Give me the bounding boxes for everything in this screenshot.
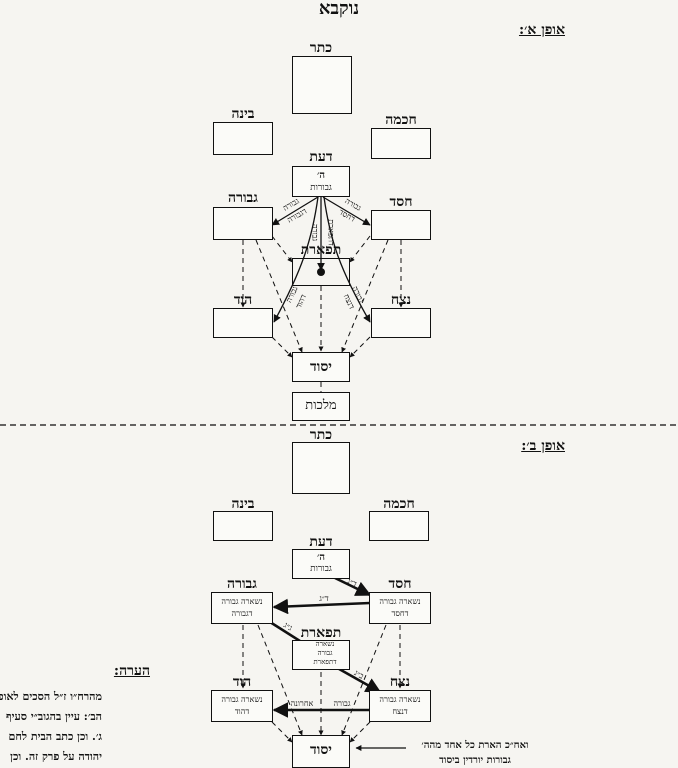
a-arrow-daat-gevura — [271, 196, 319, 226]
b-netzach-label: נצח — [389, 674, 411, 690]
b-hod-box-line1: נשארה גבורה — [221, 695, 263, 704]
a-dash-gevura-yesod — [255, 239, 303, 353]
a-dashed-arrows — [240, 235, 404, 392]
a-gevura-box — [213, 207, 273, 240]
b-netzach-box-line2: דנצח — [392, 707, 408, 716]
a-netzach-box — [371, 308, 431, 338]
note-line-2: הב׳: עיין בהגוב״י סעיף — [5, 710, 102, 723]
a-dash-chesed-tiferet — [349, 235, 371, 263]
b-dash-gevura-yesod — [257, 624, 303, 736]
b-gevura-box — [211, 592, 273, 624]
b-tiferet-box-line2: גבורה — [317, 649, 333, 657]
note-line-4: יהודה על פרק זה. וכן — [10, 750, 102, 763]
b-hod-box-line2: דהוד — [234, 707, 250, 716]
a-tiferet-point — [317, 268, 325, 276]
a-arrow-daat-hod — [273, 196, 319, 323]
a-label-g3b: דתפארת — [326, 219, 336, 246]
a-chochma-label: חכמה — [385, 112, 417, 128]
b-yesod-note-line2: גבורות יורדין ביסוד — [439, 755, 511, 766]
a-hod-label: הוד — [233, 292, 253, 308]
a-gevura-label: גבורה — [228, 190, 258, 206]
b-daat-box — [292, 549, 350, 579]
a-bina-label: בינה — [231, 106, 255, 122]
b-gevura-box-line1: נשארה גבורה — [221, 597, 263, 606]
b-tiferet-box-line3: דתפארת — [313, 658, 337, 666]
b-bina-label: בינה — [231, 496, 255, 512]
b-bina-box — [213, 511, 273, 541]
b-keter-box — [292, 442, 350, 494]
b-yesod-label: יסוד — [310, 742, 332, 758]
a-daat-label: דעת — [309, 149, 333, 165]
a-keter-box — [292, 56, 352, 114]
a-daat-box-line2: גבורות — [310, 183, 332, 193]
b-netzach-box — [369, 690, 431, 722]
b-tiferet-label: תפארת — [300, 625, 342, 641]
b-daat-box-line2: גבורות — [310, 564, 332, 574]
b-chesed-label: חסד — [388, 576, 412, 592]
a-yesod-box — [292, 352, 350, 382]
a-malchut-label: מלכות — [305, 398, 337, 413]
a-solid-arrows — [271, 196, 371, 323]
a-keter-label: כתר — [309, 40, 333, 56]
b-chochma-box — [369, 511, 429, 541]
a-tiferet-box — [292, 258, 350, 286]
note-line-3: ג׳. וכן כתב הבית לחם — [8, 730, 102, 743]
b-chesed-box-line2: דחסד — [391, 609, 409, 618]
a-bina-box — [213, 122, 273, 155]
b-hod-label: הוד — [232, 674, 252, 690]
a-daat-box — [292, 166, 350, 197]
b-gevura-box-line2: דגבורה — [231, 609, 253, 618]
note-line-1: מהרח״ו ז״ל הסכים לאופן — [0, 690, 102, 703]
a-dash-chesed-yesod — [341, 239, 389, 353]
b-tiferet-box — [292, 640, 350, 670]
b-label-last1: אחרונה — [290, 699, 314, 708]
b-daat-label: דעת — [309, 534, 333, 550]
a-dash-hod-yesod — [271, 336, 293, 358]
b-chesed-box-line1: נשארה גבורה — [379, 597, 421, 606]
a-tiferet-label: תפארת — [300, 242, 342, 258]
b-tiferet-box-line1: נשארה — [315, 640, 335, 648]
b-dashed-arrows — [240, 624, 403, 743]
a-arrow-daat-netzach — [323, 196, 371, 323]
b-netzach-box-line1: נשארה גבורה — [379, 695, 421, 704]
a-hod-box — [213, 308, 273, 338]
note-heading: הערה: — [113, 663, 150, 679]
b-dash-netzach-yesod — [349, 721, 371, 743]
b-dash-hod-yesod — [271, 721, 293, 743]
a-arrow-daat-chesed — [322, 196, 371, 226]
section-b-heading: אופן ב׳: — [521, 438, 565, 454]
a-yesod-label: יסוד — [310, 359, 332, 375]
a-dash-netzach-yesod — [349, 336, 371, 358]
b-hod-box — [211, 690, 273, 722]
b-daat-box-line1: ה׳ — [316, 552, 326, 563]
a-chesed-label: חסד — [389, 194, 413, 210]
b-arrow-daat-chesed — [334, 576, 372, 597]
b-gevura-label: גבורה — [227, 576, 257, 592]
b-yesod-note-line1: ואח״כ הארת כל אחד מהה׳ — [421, 740, 529, 751]
a-chochma-box — [371, 128, 431, 159]
a-dash-gevura-tiferet — [271, 235, 293, 263]
b-arrow-chesed-gevura — [272, 598, 371, 615]
a-malchut-box — [292, 392, 350, 421]
a-daat-box-line1: ה׳ — [316, 170, 326, 181]
a-netzach-label: נצח — [390, 292, 412, 308]
b-label-d4b: ד״ג — [319, 594, 329, 603]
a-label-g3: גבורה — [310, 223, 320, 242]
page-title: נוקבא — [318, 0, 360, 19]
b-chochma-label: חכמה — [383, 496, 415, 512]
section-a-heading: אופן א׳: — [518, 22, 565, 38]
a-chesed-box — [371, 210, 431, 240]
b-chesed-box — [369, 592, 431, 624]
b-label-last2: גבורה — [333, 699, 351, 708]
b-keter-label: כתר — [309, 427, 333, 443]
b-dash-chesed-yesod — [341, 624, 387, 736]
